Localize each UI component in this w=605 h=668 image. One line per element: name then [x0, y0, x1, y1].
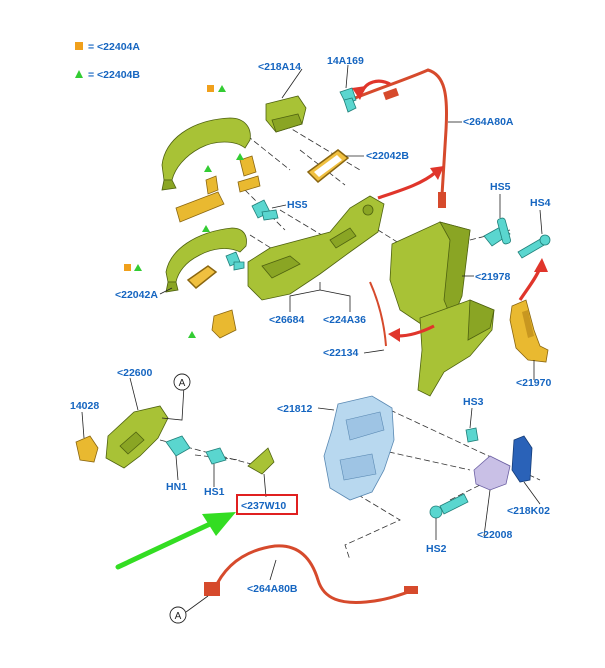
green-pointer-arrow [115, 512, 236, 570]
plate-218K02 [511, 435, 533, 483]
reference-letter: A [175, 611, 182, 622]
callout-237W10: <237W10 [241, 500, 286, 512]
legend-green-triangle-icon [75, 70, 83, 78]
callout-22042A: <22042A [115, 289, 158, 301]
clip-14A169 [339, 87, 357, 113]
screw-HS1 [205, 447, 227, 465]
callout-14A169: 14A169 [327, 55, 364, 67]
gasket-22042A [186, 265, 237, 339]
callout-26684: <26684 [269, 314, 304, 326]
bezel-parts-upper [175, 155, 261, 223]
callout-21970: <21970 [516, 377, 551, 389]
screw-HS5-right [483, 217, 511, 247]
callout-218A14: <218A14 [258, 61, 301, 73]
callout-264A80B: <264A80B [247, 583, 298, 595]
green-triangle-icon [188, 331, 196, 338]
cable-264A80A [348, 68, 448, 208]
cable-end-fitting [404, 586, 418, 594]
reference-circle-bottom: A [169, 606, 187, 624]
callout-14028: 14028 [70, 400, 99, 412]
screw-HS2 [429, 493, 469, 519]
gasket-22042B [306, 149, 350, 184]
cable-end-fitting [438, 192, 446, 208]
cable-264A80B [204, 544, 418, 604]
screw-HS5-left [225, 199, 279, 271]
screw-HS4 [517, 234, 551, 259]
highlight-box-237W10 [236, 494, 298, 515]
callout-224A36: <224A36 [323, 314, 366, 326]
inner-handle-22600 [105, 405, 169, 469]
striker-22008 [473, 455, 511, 491]
orange-square-icon [124, 264, 131, 271]
cable-end-fitting [204, 582, 220, 596]
cap-218A14 [265, 95, 307, 133]
callout-HS1: HS1 [204, 486, 225, 498]
arrow-head [430, 166, 444, 180]
green-triangle-icon [202, 225, 210, 232]
cable-end-fitting [383, 87, 399, 101]
nut-HN1 [165, 435, 191, 457]
arrow-head [202, 512, 236, 536]
callout-22600: <22600 [117, 367, 152, 379]
green-triangle-icon [218, 85, 226, 92]
motion-arrows [352, 79, 548, 342]
callout-264A80A: <264A80A [463, 116, 514, 128]
callout-22008: <22008 [477, 529, 512, 541]
callout-labels: <218A14 14A169 <264A80A <22042B HS5 HS5 … [70, 55, 551, 595]
reference-letter: A [179, 378, 186, 389]
callout-22134: <22134 [323, 347, 358, 359]
reference-circle-top: A [173, 373, 191, 391]
handle-markers [124, 85, 244, 338]
door-latch-21812 [323, 395, 395, 501]
leader-lines [81, 64, 543, 613]
callout-218K02: <218K02 [507, 505, 550, 517]
outer-handle-top [161, 117, 251, 191]
rod-22134 [369, 281, 387, 347]
seal-22134 [417, 299, 495, 397]
callout-HS5-right: HS5 [490, 181, 511, 193]
callout-21812: <21812 [277, 403, 312, 415]
callout-22042B: <22042B [366, 150, 409, 162]
callout-21978: <21978 [475, 271, 510, 283]
legend-label-22404A: = <22404A [88, 41, 140, 53]
callout-HS3: HS3 [463, 396, 484, 408]
callout-HS5-left: HS5 [287, 199, 308, 211]
panel-21978 [389, 221, 471, 331]
callout-HN1: HN1 [166, 481, 187, 493]
green-triangle-icon [236, 153, 244, 160]
legend: = <22404A = <22404B [75, 41, 140, 81]
arrow-head [388, 328, 400, 342]
bezel-14028 [75, 435, 99, 463]
callout-HS2: HS2 [426, 543, 447, 555]
handle-bracket-26684 [247, 195, 385, 301]
callout-HS4: HS4 [530, 197, 551, 209]
cap-237W10 [247, 447, 275, 475]
screw-HS3 [465, 427, 479, 443]
green-triangle-icon [204, 165, 212, 172]
arrow-head [534, 258, 548, 272]
orange-square-icon [207, 85, 214, 92]
green-triangle-icon [134, 264, 142, 271]
legend-label-22404B: = <22404B [88, 69, 140, 81]
bracket-21970 [509, 299, 549, 363]
legend-orange-square-icon [75, 42, 83, 50]
arrow-head [352, 86, 366, 100]
